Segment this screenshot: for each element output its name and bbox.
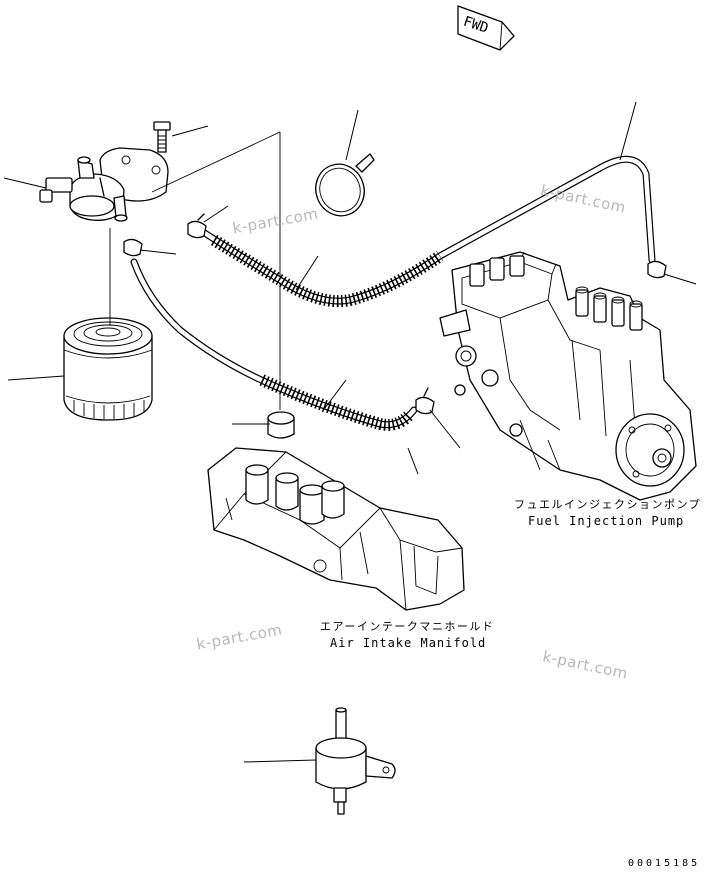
document-number: 00015185 (628, 858, 701, 869)
fwd-label: FWD (461, 14, 490, 37)
o-ring (315, 153, 375, 217)
hose-clamp-3 (415, 387, 435, 415)
fwd-arrow-marker: FWD (457, 5, 515, 51)
fuel-injection-pump (439, 251, 697, 501)
hose-clamp-2 (123, 238, 143, 257)
fuel-return-hose (196, 155, 656, 308)
fuel-pressure-switch (315, 707, 396, 815)
alignment-line-manifold (151, 131, 281, 410)
air-intake-manifold (207, 447, 465, 611)
fuel-filter-head (39, 147, 169, 222)
air-intake-manifold-label-en: Air Intake Manifold (330, 636, 487, 650)
part-leader-lines (3, 101, 697, 763)
fuel-supply-hose (130, 258, 418, 431)
hose-clamp-1 (187, 213, 207, 239)
fuel-injection-pump-label-en: Fuel Injection Pump (528, 514, 685, 528)
rubber-grommet (267, 411, 295, 439)
fuel-injection-pump-label-jp: フュエルインジェクションポンプ (514, 498, 702, 511)
mounting-bolt (153, 121, 171, 153)
fuel-filter-cartridge (63, 317, 153, 421)
air-intake-manifold-label-jp: エアーインテークマニホールド (320, 620, 495, 633)
hose-clamp-4 (647, 260, 667, 279)
